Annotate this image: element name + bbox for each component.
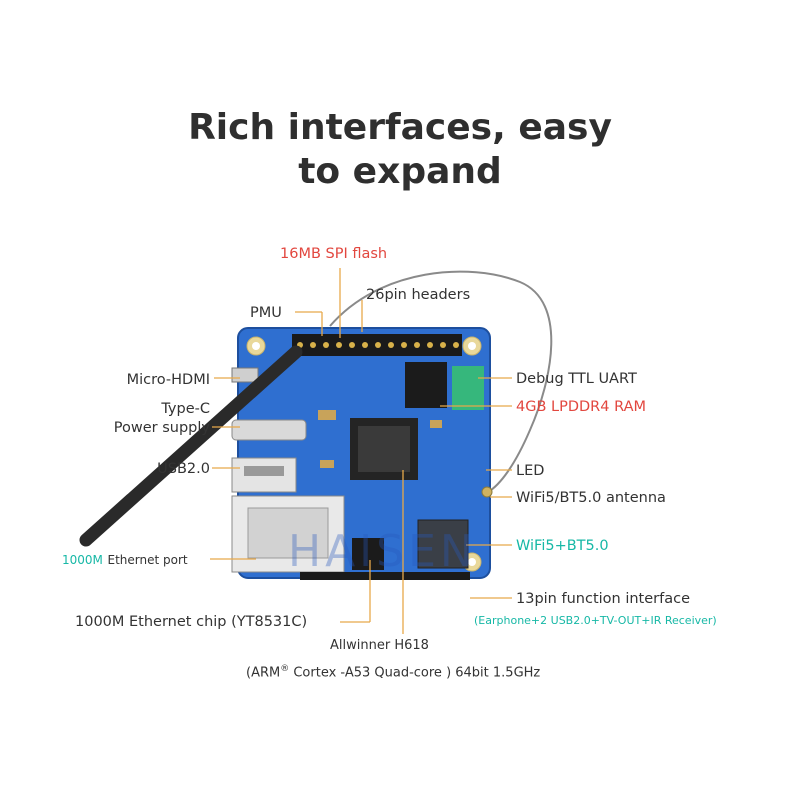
board [231, 327, 493, 580]
label-typec-line1: Type-C [161, 401, 210, 417]
label-micro-hdmi: Micro-HDMI [126, 372, 210, 388]
heatsink-stick [79, 345, 303, 547]
watermark-text: HAISEN [288, 526, 477, 577]
label-ethernet-speed: 1000M [62, 553, 103, 567]
antenna-cable [329, 270, 553, 493]
label-antenna: WiFi5/BT5.0 antenna [516, 490, 666, 506]
label-typec-line2: Power supply [113, 420, 210, 436]
label-spi-flash: 16MB SPI flash [280, 246, 388, 262]
label-ethernet-port: 1000M Ethernet port [62, 551, 188, 569]
label-led: LED [516, 463, 545, 479]
label-26pin-headers: 26pin headers [366, 287, 471, 303]
label-soc-line2: (ARM® Cortex -A53 Quad-core ) 64bit 1.5G… [246, 664, 541, 681]
label-pmu: PMU [250, 305, 282, 321]
label-ethernet-text: Ethernet port [107, 553, 188, 567]
label-debug-uart: Debug TTL UART [516, 371, 637, 387]
label-usb2: USB2.0 [157, 461, 210, 477]
label-wifi-module: WiFi5+BT5.0 [516, 538, 609, 554]
label-13pin: 13pin function interface [516, 591, 690, 607]
leader-lines [210, 268, 512, 634]
label-13pin-sub: (Earphone+2 USB2.0+TV-OUT+IR Receiver) [474, 614, 717, 627]
label-soc-line1: Allwinner H618 [330, 638, 429, 653]
title-line-2: to expand [298, 151, 502, 192]
label-ethernet-chip: 1000M Ethernet chip (YT8531C) [75, 614, 308, 630]
label-ram: 4GB LPDDR4 RAM [516, 399, 646, 415]
title-line-1: Rich interfaces, easy [188, 107, 612, 148]
